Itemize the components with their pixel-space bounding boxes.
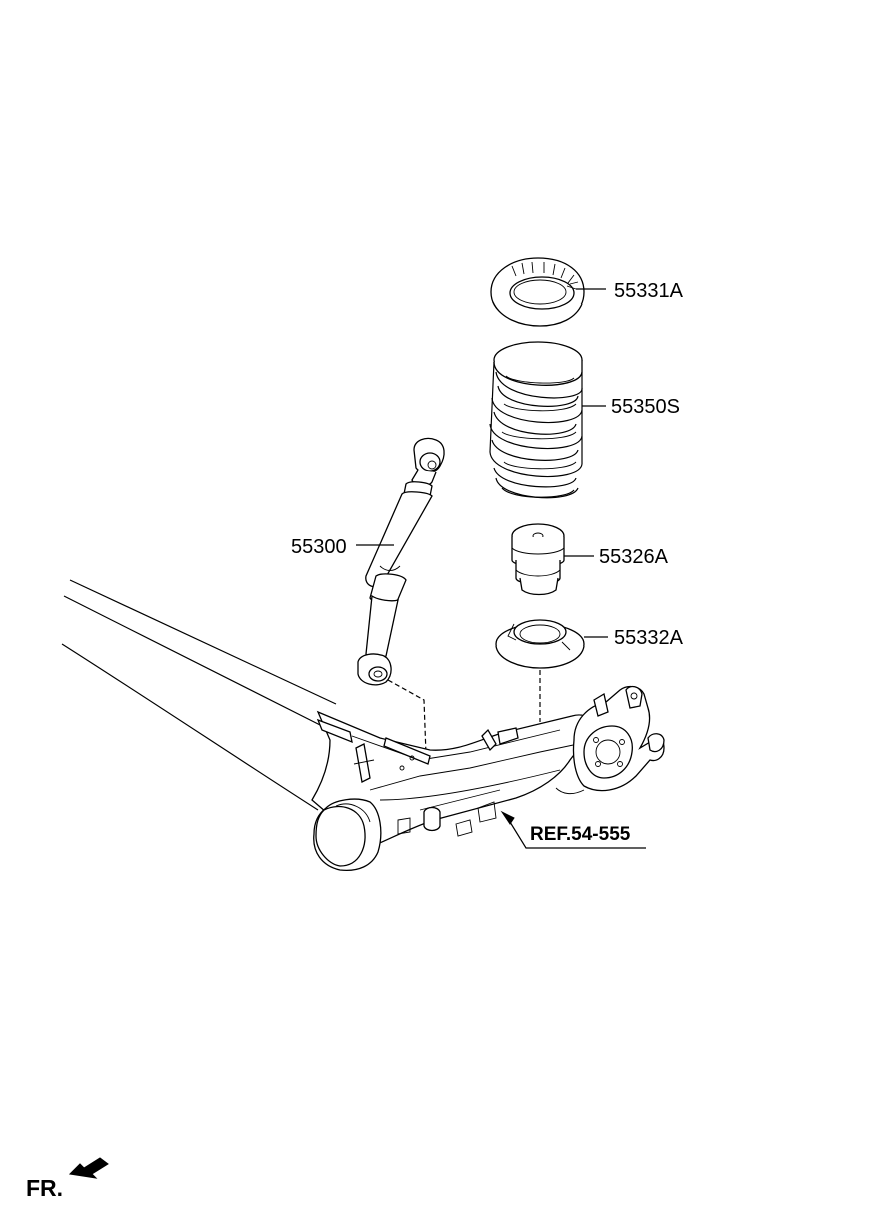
reference-callout[interactable]: REF.54-555: [500, 810, 646, 849]
part-label-55326A[interactable]: 55326A: [599, 546, 669, 568]
front-direction-indicator: FR.: [26, 1157, 109, 1201]
coil-spring[interactable]: [489, 341, 583, 499]
reference-arrow-icon: [500, 810, 515, 825]
front-arrow-icon: [68, 1157, 109, 1179]
rear-axle: [61, 579, 665, 872]
reference-label[interactable]: REF.54-555: [530, 824, 631, 845]
bump-stopper[interactable]: [511, 523, 565, 596]
part-label-55350S[interactable]: 55350S: [611, 396, 680, 418]
part-label-55331A[interactable]: 55331A: [614, 280, 684, 302]
part-label-55332A[interactable]: 55332A: [614, 627, 684, 649]
lower-spring-pad[interactable]: [495, 619, 585, 669]
shock-alignment-line: [387, 679, 427, 755]
part-label-55300[interactable]: 55300: [291, 536, 347, 558]
upper-spring-pad[interactable]: [490, 257, 585, 327]
shock-absorber[interactable]: [357, 437, 445, 686]
front-label: FR.: [26, 1175, 63, 1201]
